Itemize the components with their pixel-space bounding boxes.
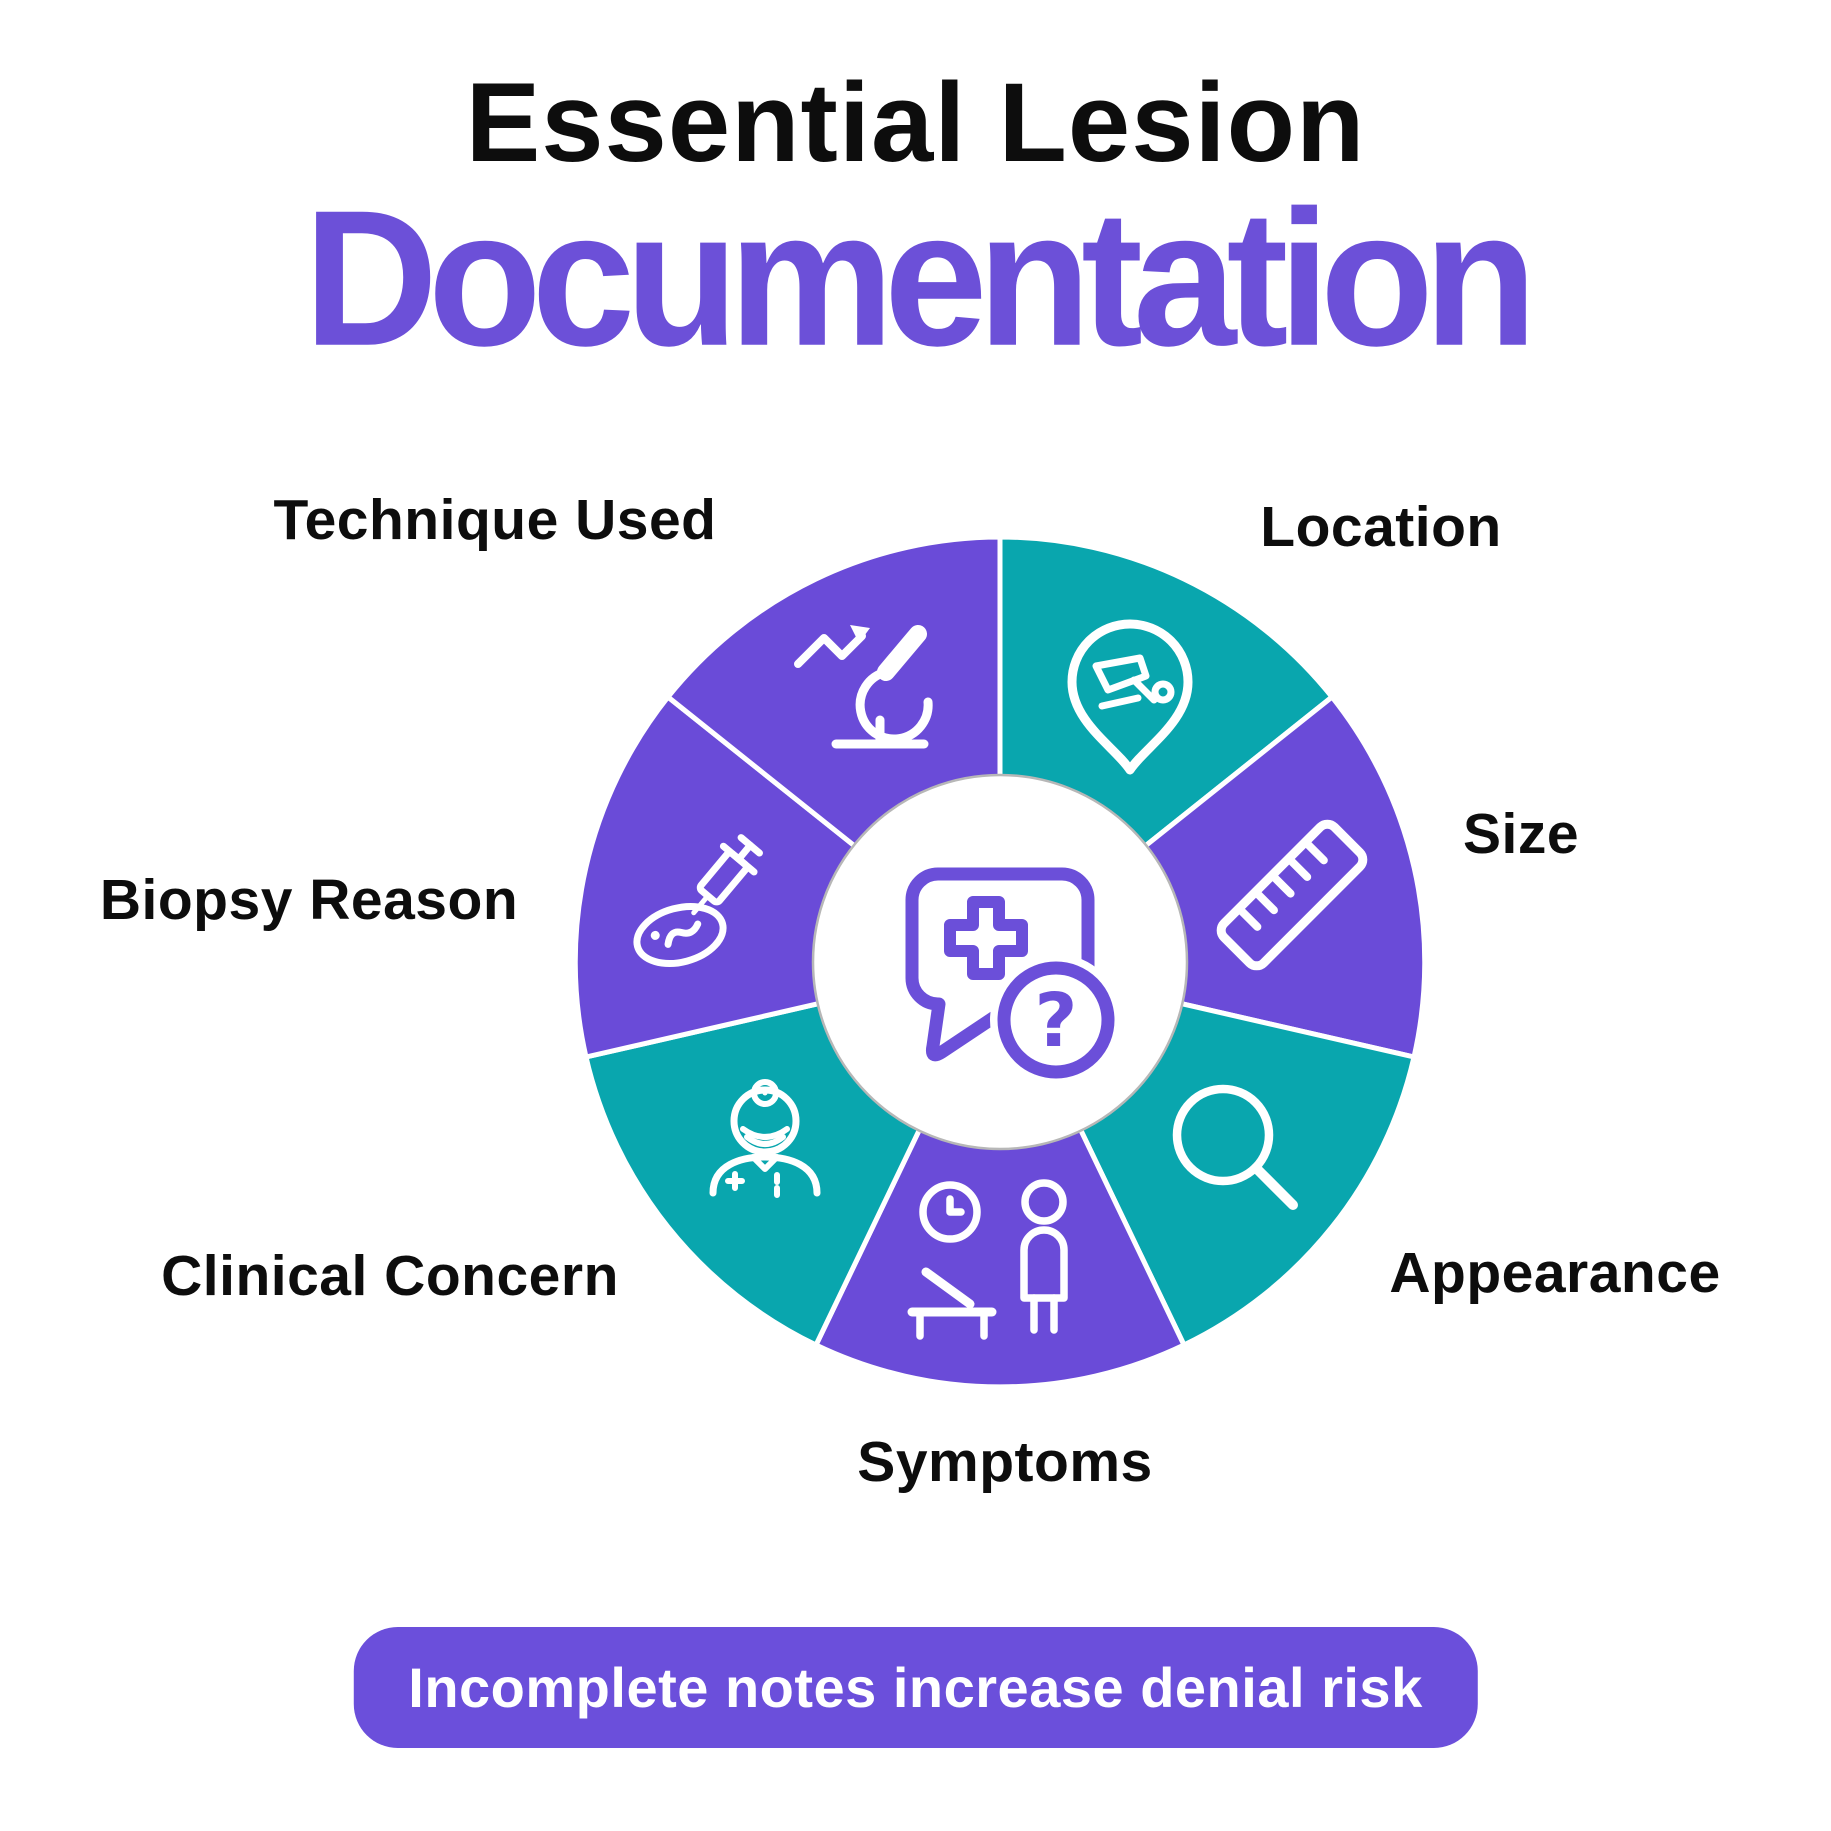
clock-patient-icon (907, 1179, 1068, 1340)
label-technique-used: Technique Used (273, 488, 717, 552)
segment-symptoms (813, 959, 1187, 1390)
microscope-trend-arrow-icon (794, 625, 933, 749)
question-mark-glyph: ? (1035, 978, 1078, 1064)
label-symptoms: Symptoms (857, 1430, 1153, 1494)
label-clinical-concern: Clinical Concern (161, 1244, 619, 1308)
location-pin-shave-icon (1067, 619, 1193, 775)
footer-banner: Incomplete notes increase denial risk (353, 1627, 1478, 1748)
label-location: Location (1260, 495, 1502, 559)
medical-chat-question-icon: ? (905, 867, 1122, 1086)
page-title-line2: Documentation (303, 171, 1538, 387)
label-biopsy-reason: Biopsy Reason (99, 868, 519, 932)
ruler-icon (1216, 819, 1368, 971)
page-title-line1: Essential Lesion (465, 60, 1366, 185)
syringe-petri-dish-icon (633, 834, 763, 967)
label-size: Size (1462, 802, 1580, 866)
footer-banner-text: Incomplete notes increase denial risk (408, 1656, 1423, 1719)
label-appearance: Appearance (1389, 1241, 1721, 1305)
doctor-icon (709, 1079, 821, 1198)
magnifier-icon (1172, 1084, 1298, 1210)
